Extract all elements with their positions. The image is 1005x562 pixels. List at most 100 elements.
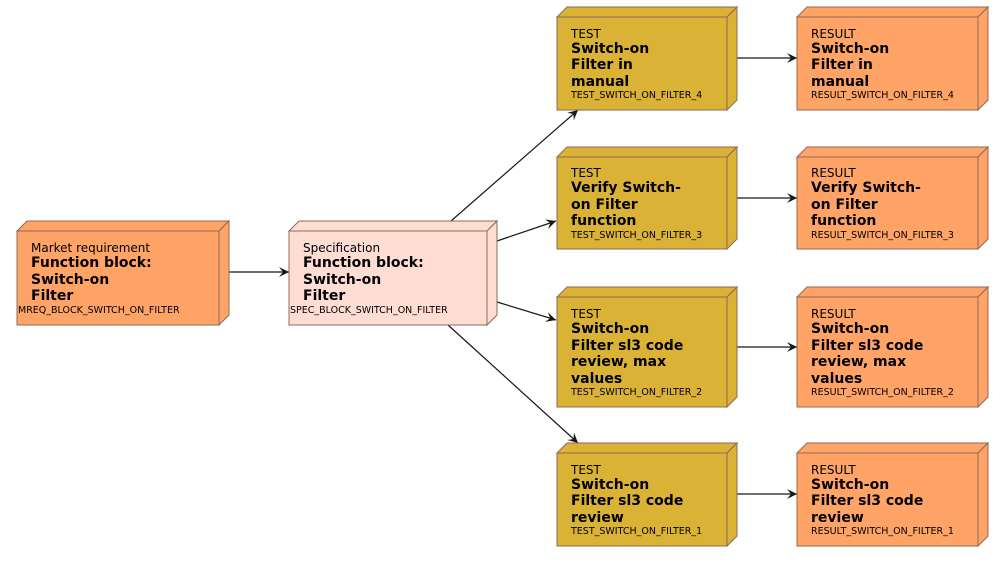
- node-side-face: [726, 145, 738, 251]
- node-title-line: Switch-on: [571, 321, 650, 337]
- node-side-face: [977, 285, 989, 409]
- node-stereotype: RESULT: [811, 307, 856, 321]
- node-title-line: review: [571, 509, 624, 526]
- node-stereotype: TEST: [571, 166, 601, 181]
- node-top-face: [555, 286, 739, 298]
- node-test4[interactable]: [555, 5, 739, 112]
- node-top-face: [555, 442, 739, 454]
- node-id: RESULT_SWITCH_ON_FILTER_1: [811, 526, 954, 538]
- node-id: TEST_SWITCH_ON_FILTER_3: [571, 229, 703, 241]
- edge-spec-to-test2: [496, 301, 557, 322]
- node-id: MREQ_BLOCK_SWITCH_ON_FILTER: [18, 304, 180, 316]
- node-title-line: Switch-on: [811, 40, 890, 57]
- node-res4[interactable]: [795, 5, 990, 112]
- node-id: RESULT_SWITCH_ON_FILTER_2: [811, 387, 954, 398]
- node-front-face: [288, 230, 488, 326]
- node-title-line: Switch-on: [571, 40, 650, 57]
- node-stereotype: TEST: [571, 307, 601, 321]
- node-stereotype: TEST: [571, 462, 601, 477]
- node-title-line: on Filter: [811, 196, 878, 213]
- node-stereotype: RESULT: [811, 166, 856, 181]
- node-title-line: Filter sl3 code: [571, 337, 684, 354]
- node-side-face: [977, 441, 989, 548]
- node-side-face: [726, 5, 738, 112]
- node-title-line: Filter sl3 code: [811, 337, 924, 354]
- node-side-face: [977, 145, 989, 251]
- edge-spec-to-test1: [447, 324, 579, 444]
- node-front-face: [556, 452, 728, 547]
- node-front-face: [556, 16, 728, 111]
- node-side-face: [726, 441, 738, 548]
- node-res2[interactable]: [795, 285, 990, 409]
- node-title-line: Filter: [31, 288, 74, 305]
- node-title-line: manual: [811, 73, 870, 90]
- node-title-line: Filter in: [571, 57, 633, 74]
- node-stereotype: RESULT: [811, 26, 856, 41]
- node-mreq[interactable]: [15, 219, 231, 327]
- node-id: TEST_SWITCH_ON_FILTER_1: [571, 526, 703, 538]
- node-res1[interactable]: [795, 441, 990, 548]
- node-title-line: values: [571, 370, 623, 387]
- node-top-face: [555, 146, 739, 158]
- node-side-face: [218, 219, 230, 327]
- node-id: TEST_SWITCH_ON_FILTER_2: [571, 387, 703, 398]
- node-side-face: [977, 5, 989, 112]
- node-title-line: Switch-on: [811, 321, 890, 337]
- node-title-line: Filter sl3 code: [811, 493, 924, 510]
- node-title-line: Switch-on: [571, 476, 650, 493]
- node-test3[interactable]: [555, 145, 739, 251]
- node-id: SPEC_BLOCK_SWITCH_ON_FILTER: [290, 304, 448, 316]
- node-front-face: [556, 156, 728, 250]
- node-stereotype: Market requirement: [31, 241, 151, 256]
- node-title-line: manual: [571, 73, 630, 90]
- node-stereotype: TEST: [571, 26, 601, 41]
- node-front-face: [796, 16, 979, 111]
- edge-spec-to-test4: [450, 109, 579, 222]
- node-title-line: Function block:: [31, 255, 152, 272]
- node-title-line: Verify Switch-: [571, 180, 681, 197]
- node-top-face: [795, 6, 990, 18]
- node-front-face: [556, 296, 728, 408]
- node-title-line: function: [571, 213, 637, 230]
- node-front-face: [796, 296, 979, 408]
- node-title-line: Filter: [303, 288, 346, 305]
- node-res3[interactable]: [795, 145, 990, 251]
- node-title-line: Switch-on: [31, 271, 110, 288]
- node-top-face: [15, 220, 231, 232]
- node-title-line: values: [811, 370, 863, 387]
- node-title-line: review: [811, 509, 864, 526]
- node-top-face: [795, 286, 990, 298]
- edge-spec-to-test3: [496, 219, 557, 242]
- node-test1[interactable]: [555, 441, 739, 548]
- node-side-face: [726, 285, 738, 409]
- node-id: RESULT_SWITCH_ON_FILTER_3: [811, 229, 954, 241]
- node-title-line: on Filter: [571, 196, 638, 213]
- node-title-line: Switch-on: [303, 271, 382, 288]
- node-test2[interactable]: [555, 285, 739, 409]
- node-title-line: Filter in: [811, 57, 873, 74]
- node-stereotype: RESULT: [811, 462, 856, 477]
- node-top-face: [555, 6, 739, 18]
- node-title-line: Verify Switch-: [811, 180, 921, 197]
- node-title-line: review, max: [571, 354, 667, 370]
- node-top-face: [795, 442, 990, 454]
- node-id: TEST_SWITCH_ON_FILTER_4: [571, 90, 703, 102]
- node-title-line: Filter sl3 code: [571, 493, 684, 510]
- node-title-line: function: [811, 213, 877, 230]
- node-top-face: [795, 146, 990, 158]
- node-spec[interactable]: [287, 219, 499, 327]
- node-front-face: [796, 156, 979, 250]
- node-id: RESULT_SWITCH_ON_FILTER_4: [811, 90, 954, 102]
- node-title-line: review, max: [811, 354, 907, 370]
- node-top-face: [287, 220, 499, 232]
- node-stereotype: Specification: [303, 241, 381, 256]
